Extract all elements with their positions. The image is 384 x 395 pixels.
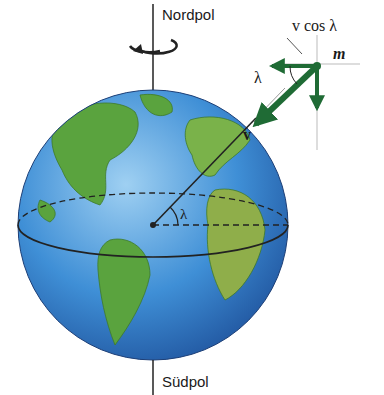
mass-label: m bbox=[333, 46, 345, 62]
pole-label: Südpol bbox=[162, 374, 209, 389]
pole-label: Nordpol bbox=[162, 7, 215, 22]
component-label: v cos λ bbox=[292, 18, 337, 34]
velocity-label: v bbox=[243, 127, 251, 143]
angle-label: λ bbox=[180, 207, 187, 222]
angle-label: λ bbox=[254, 70, 262, 86]
